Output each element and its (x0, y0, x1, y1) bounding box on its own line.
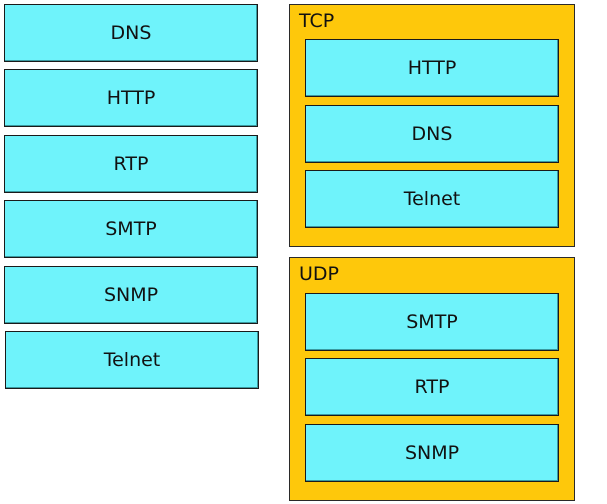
source-tile-dns[interactable]: DNS (4, 4, 258, 62)
tcp-tile-http[interactable]: HTTP (305, 39, 559, 97)
udp-group-label: UDP (299, 263, 339, 285)
udp-tile-rtp[interactable]: RTP (305, 358, 559, 416)
udp-tile-smtp[interactable]: SMTP (305, 293, 559, 351)
tcp-group-label: TCP (299, 10, 335, 32)
source-tile-rtp[interactable]: RTP (4, 135, 258, 193)
tcp-tile-dns[interactable]: DNS (305, 105, 559, 163)
source-tile-http[interactable]: HTTP (4, 69, 258, 127)
tcp-tile-telnet[interactable]: Telnet (305, 170, 559, 228)
source-tile-snmp[interactable]: SNMP (4, 266, 258, 324)
source-tile-telnet[interactable]: Telnet (5, 331, 259, 389)
udp-tile-snmp[interactable]: SNMP (305, 424, 559, 482)
source-tile-smtp[interactable]: SMTP (4, 200, 258, 258)
